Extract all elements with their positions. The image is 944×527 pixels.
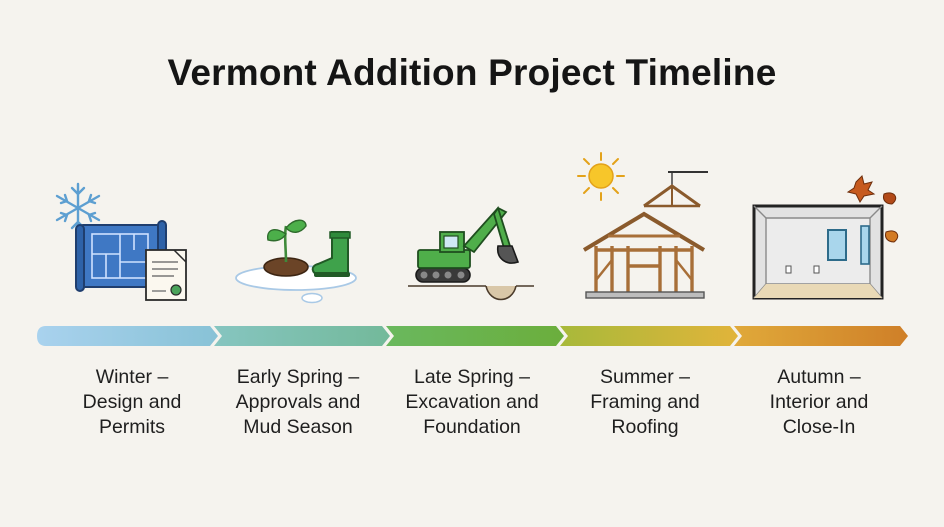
stage-label-summer: Summer – Framing and Roofing — [590, 366, 700, 438]
blueprint-snowflake-icon — [55, 182, 187, 301]
stage-summer-illustration — [560, 150, 732, 300]
excavator-icon — [408, 205, 534, 301]
stage-autumn-illustration — [736, 170, 908, 320]
timeline-segment-winter — [37, 326, 218, 346]
interior-room-leaves-icon — [752, 175, 899, 300]
stage-winter-illustration — [40, 170, 212, 320]
stage-label-autumn: Autumn – Interior and Close-In — [769, 366, 869, 438]
timeline-segment-summer — [560, 326, 738, 346]
autumn-leaf-icon — [846, 175, 899, 243]
sun-icon — [577, 152, 625, 201]
timeline-segment-late-spring — [386, 326, 564, 346]
stage-label-winter: Winter – Design and Permits — [82, 366, 182, 438]
sprout-boot-icon — [235, 219, 357, 304]
stage-late-spring-illustration — [386, 170, 558, 320]
page-title: Vermont Addition Project Timeline — [167, 52, 777, 93]
stage-label-late-spring: Late Spring – Excavation and Foundation — [405, 366, 539, 438]
stage-early-spring-illustration — [214, 170, 386, 320]
stage-label-early-spring: Early Spring – Approvals and Mud Season — [235, 366, 361, 438]
timeline-segment-autumn — [734, 326, 908, 346]
timeline-segment-early-spring — [214, 326, 390, 346]
house-frame-sun-icon — [577, 152, 708, 299]
timeline-bar — [37, 326, 908, 346]
